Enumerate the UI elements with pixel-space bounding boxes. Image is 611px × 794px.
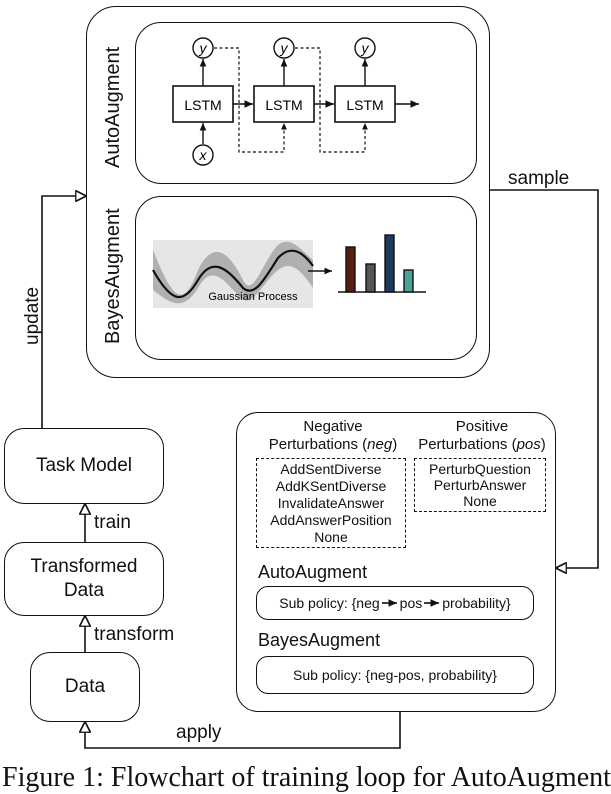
svg-text:x: x: [199, 147, 208, 163]
pos-item: PerturbQuestion: [429, 461, 531, 477]
lstm-label-2: LSTM: [265, 97, 302, 113]
lstm-chain: LSTM LSTM LSTM y y y x: [172, 37, 419, 166]
gp-to-bars-arrow: [308, 267, 332, 275]
transformed-data-label-line2: Data: [63, 580, 105, 601]
bayes-bar-chart: [338, 234, 426, 293]
pos-title: Positive Perturbations (pos): [418, 418, 546, 453]
transformed-data-box: Transformed Data: [4, 542, 164, 616]
neg-item: InvalidateAnswer: [277, 495, 385, 511]
transform-label: transform: [94, 624, 175, 645]
bar-3: [384, 234, 395, 293]
neg-item: AddKSentDiverse: [275, 478, 387, 494]
sample-label: sample: [508, 168, 570, 189]
train-label: train: [94, 512, 131, 533]
pos-item: None: [463, 493, 497, 509]
apply-arrow: [85, 712, 401, 749]
bar-4: [403, 269, 414, 293]
lstm-label-3: LSTM: [346, 97, 383, 113]
data-label: Data: [64, 676, 106, 697]
gp-label: Gaussian Process: [208, 291, 298, 303]
x-node: [192, 144, 214, 166]
gaussian-process-plot: Gaussian Process: [152, 240, 314, 308]
y-node-1: [192, 37, 214, 59]
figure-caption: Figure 1: Flowchart of training loop for…: [2, 762, 611, 793]
pos-item: PerturbAnswer: [433, 477, 527, 493]
bar-2: [365, 263, 376, 293]
task-model-box: Task Model: [4, 428, 164, 504]
neg-title: Negative Perturbations (neg): [268, 418, 398, 453]
apply-label: apply: [176, 722, 222, 743]
sample-arrow: [488, 189, 599, 568]
gp-mean-line: [152, 249, 314, 299]
pos-perturbations-list: PerturbQuestion PerturbAnswer None: [414, 458, 546, 512]
data-box: Data: [30, 652, 140, 722]
svg-text:y: y: [199, 40, 208, 56]
arrow-icon: [424, 599, 440, 607]
y-node-2: [273, 37, 295, 59]
bar-1: [345, 246, 356, 293]
task-model-label: Task Model: [35, 455, 133, 476]
update-arrow: [41, 196, 86, 428]
policy-autoaugment-heading: AutoAugment: [258, 562, 368, 582]
arrow-icon: [381, 599, 397, 607]
bayesaugment-vertical-label: BayesAugment: [102, 208, 124, 344]
update-label: update: [22, 286, 43, 345]
neg-item: AddSentDiverse: [280, 461, 382, 477]
lstm-label-1: LSTM: [184, 97, 221, 113]
neg-item: AddAnswerPosition: [270, 512, 392, 528]
svg-text:y: y: [361, 40, 370, 56]
neg-item: None: [314, 529, 348, 545]
transformed-data-label-line1: Transformed: [30, 556, 138, 577]
y-node-3: [354, 37, 376, 59]
policy-bayesaugment-heading: BayesAugment: [258, 630, 381, 650]
autoaugment-vertical-label: AutoAugment: [102, 46, 124, 168]
neg-perturbations-list: AddSentDiverse AddKSentDiverse Invalidat…: [256, 458, 406, 548]
autoaugment-subpolicy-box: Sub policy: {neg pos probability}: [256, 586, 534, 620]
svg-text:y: y: [280, 40, 289, 56]
bayesaugment-subpolicy-box: Sub policy: {neg-pos, probability}: [256, 656, 534, 694]
connector-layer: [41, 189, 599, 749]
